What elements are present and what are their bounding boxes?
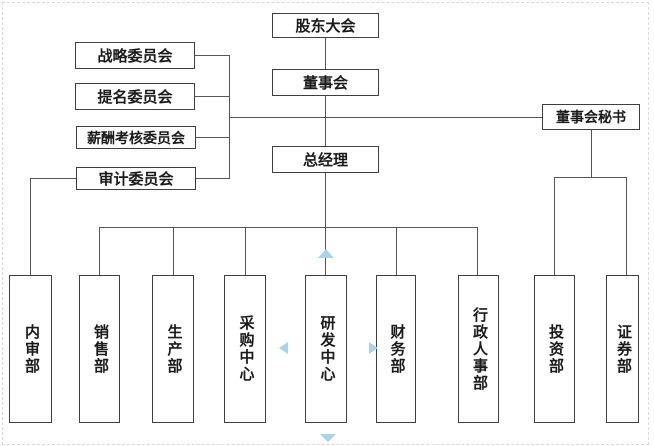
node-finance-dept: 财务部 [376,275,416,423]
node-audit-committee: 审计委员会 [76,167,196,190]
pan-up-icon[interactable] [318,249,334,258]
connector-secretary-branch [554,177,626,178]
connector-sales-stub [99,227,100,275]
connector-committee-spine [229,55,230,179]
node-remuneration-appraisal-committee: 薪酬考核委员会 [76,126,196,149]
connector-finance-stub [396,227,397,275]
connector-remuneration-stub [196,137,229,138]
connector-gm-rnd [325,173,326,275]
node-rnd-center: 研发中心 [305,275,347,423]
node-label: 研发中心 [318,315,335,383]
node-label: 总经理 [302,153,348,169]
node-label: 财务部 [388,323,405,375]
node-label: 生产部 [165,323,182,375]
connector-board-gm [325,96,326,146]
pan-left-icon[interactable] [279,342,288,354]
node-label: 证券部 [615,323,631,375]
node-label: 提名委员会 [97,90,173,106]
connector-strategy-stub [195,55,229,56]
node-label: 投资部 [547,323,563,375]
node-investment-dept: 投资部 [534,275,575,423]
connector-departments-horizontal [99,227,478,228]
node-label: 薪酬考核委员会 [87,131,185,147]
node-internal-audit-dept: 内审部 [9,275,52,423]
pan-right-icon[interactable] [369,342,378,354]
connector-shareholders-board [325,38,326,69]
node-shareholders-meeting: 股东大会 [272,13,379,38]
node-sales-dept: 销售部 [79,275,120,423]
connector-investment-stub [554,177,555,275]
connector-secretary-down [591,130,592,177]
connector-audit-internalaudit-h [30,178,76,179]
node-label: 战略委员会 [97,49,173,65]
connector-nomination-stub [195,96,229,97]
node-board-secretary: 董事会秘书 [542,104,640,130]
connector-procurement-stub [245,227,246,275]
node-label: 董事会秘书 [556,111,626,126]
node-procurement-center: 采购中心 [224,275,266,423]
pan-down-icon[interactable] [320,434,336,442]
node-nomination-committee: 提名委员会 [75,83,195,110]
connector-production-stub [173,227,174,275]
node-general-manager: 总经理 [272,146,379,173]
connector-main-horizontal [229,117,542,118]
node-label: 内审部 [23,323,39,375]
node-label: 采购中心 [237,315,254,383]
connector-audit-stub [196,178,229,179]
node-label: 董事会 [302,76,348,92]
node-label: 股东大会 [295,19,356,35]
node-label: 审计委员会 [98,172,174,188]
connector-securities-stub [626,177,627,275]
node-production-dept: 生产部 [152,275,194,423]
node-label: 行政人事部 [471,306,487,392]
node-securities-dept: 证券部 [606,275,639,423]
node-strategy-committee: 战略委员会 [75,42,195,69]
connector-audit-internalaudit-v [30,178,31,275]
node-admin-hr-dept: 行政人事部 [458,275,499,423]
node-board-of-directors: 董事会 [272,69,379,96]
connector-adminhr-stub [477,227,478,275]
node-label: 销售部 [92,323,108,375]
